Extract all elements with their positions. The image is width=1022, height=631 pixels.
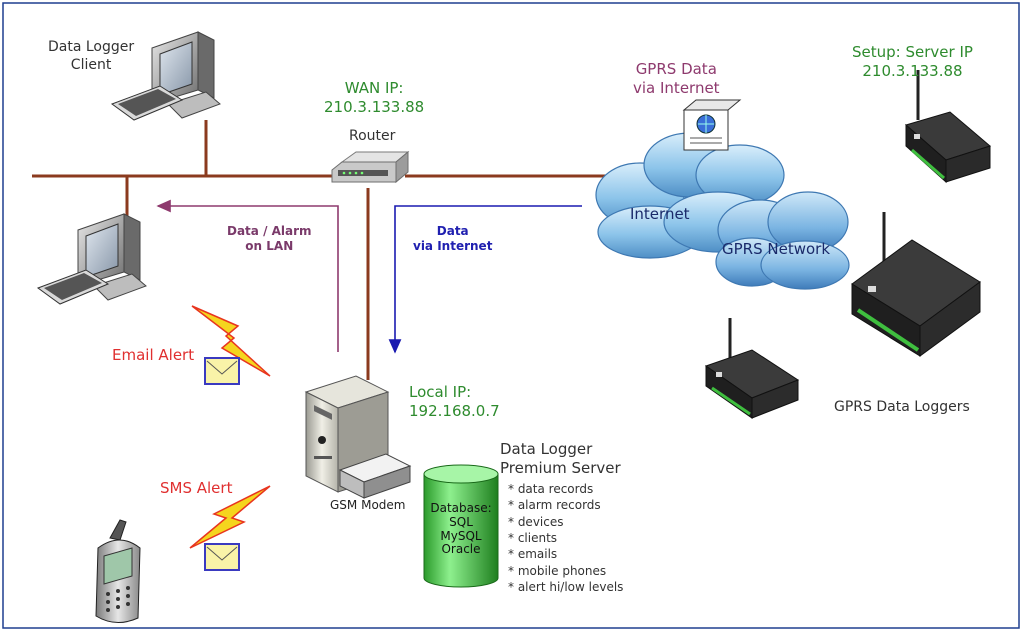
- server-title-text: Data Logger Premium Server: [500, 440, 621, 477]
- server-title: Data Logger Premium Server: [500, 440, 621, 478]
- email-alert-label: Email Alert: [112, 346, 195, 364]
- local-ip-label: Local IP: 192.168.0.7: [409, 383, 500, 421]
- setup-ip-label: Setup: Server IP 210.3.133.88: [852, 43, 973, 81]
- feature-item: * emails: [508, 547, 558, 562]
- wan-ip-label: WAN IP: 210.3.133.88: [324, 79, 424, 117]
- lan-flow-label: Data / Alarm on LAN: [227, 224, 312, 254]
- sms-alert-icon: [189, 485, 271, 571]
- database-text: Database: SQL MySQL Oracle: [430, 501, 492, 557]
- feature-item: * alert hi/low levels: [508, 579, 624, 594]
- gprs-logger-device-large: [851, 212, 981, 357]
- gsm-modem-label: GSM Modem: [330, 498, 406, 512]
- router-icon: [331, 150, 410, 184]
- gprs-network-cloud: [715, 191, 850, 290]
- client-label: Data Logger Client: [48, 39, 134, 74]
- feature-item: * data records: [508, 482, 594, 496]
- gprs-data-text: GPRS Data via Internet: [633, 60, 720, 97]
- email-alert-icon: [191, 305, 271, 385]
- gprs-loggers-label: GPRS Data Loggers: [834, 399, 970, 415]
- internet-flow-text: Data via Internet: [413, 224, 493, 253]
- database-label: Database: SQL MySQL Oracle: [426, 501, 496, 557]
- lan-data-arrow: [156, 199, 339, 352]
- internet-cloud: [595, 132, 785, 259]
- internet-flow-label: Data via Internet: [413, 224, 492, 254]
- gsm-modem-icon: [338, 453, 412, 499]
- feature-item: * devices: [508, 514, 564, 529]
- internet-data-arrow: [388, 205, 582, 354]
- server-features-list: * data records * alarm records * devices…: [508, 481, 623, 595]
- feature-item: * clients: [508, 530, 558, 545]
- gprs-data-label: GPRS Data via Internet: [633, 60, 720, 98]
- feature-item: * alarm records: [508, 498, 601, 513]
- gprs-logger-device-bottom: [704, 318, 800, 419]
- lan-flow-text: Data / Alarm on LAN: [227, 224, 312, 253]
- gprs-network-label: GPRS Network: [722, 240, 831, 258]
- mobile-phone-icon: [95, 519, 141, 623]
- internet-label: Internet: [630, 205, 690, 223]
- web-page-icon: [682, 99, 742, 151]
- client-computer-icon: [110, 31, 221, 121]
- router-label: Router: [349, 128, 396, 144]
- database-icon: [423, 464, 499, 588]
- feature-item: * mobile phones: [508, 563, 607, 578]
- client-label-text: Data Logger Client: [48, 39, 135, 73]
- wan-ip-text: WAN IP: 210.3.133.88: [324, 79, 425, 116]
- sms-alert-label: SMS Alert: [160, 479, 233, 497]
- gprs-logger-device-top: [904, 70, 992, 184]
- lan-computer-icon: [36, 213, 147, 305]
- local-ip-text: Local IP: 192.168.0.7: [409, 383, 500, 420]
- setup-ip-text: Setup: Server IP 210.3.133.88: [852, 43, 973, 80]
